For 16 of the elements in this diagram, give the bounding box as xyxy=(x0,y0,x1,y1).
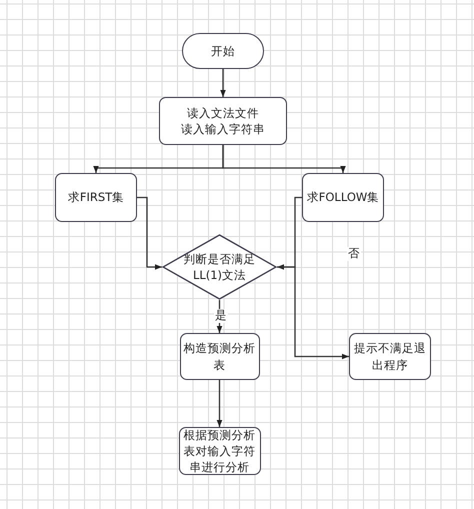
process-box: 求FOLLOW集 xyxy=(302,173,384,222)
arrow xyxy=(220,69,226,97)
edge-label: 是 xyxy=(214,309,228,323)
decision-diamond: 判断是否满足LL(1)文法 xyxy=(162,234,277,300)
arrow xyxy=(222,145,346,173)
arrow xyxy=(137,196,162,270)
start-terminal: 开始 xyxy=(182,33,264,69)
arrow xyxy=(216,380,222,427)
process-box: 构造预测分析表 xyxy=(180,333,260,380)
process-box: 读入文法文件 读入输入字符串 xyxy=(159,97,287,145)
process-box: 求FIRST集 xyxy=(55,173,137,222)
process-box: 提示不满足退出程序 xyxy=(349,333,431,380)
arrow xyxy=(277,196,302,270)
edge-label: 否 xyxy=(347,247,361,261)
process-box: 根据预测分析表对输入字符串进行分析 xyxy=(178,427,260,475)
arrow xyxy=(277,266,349,360)
